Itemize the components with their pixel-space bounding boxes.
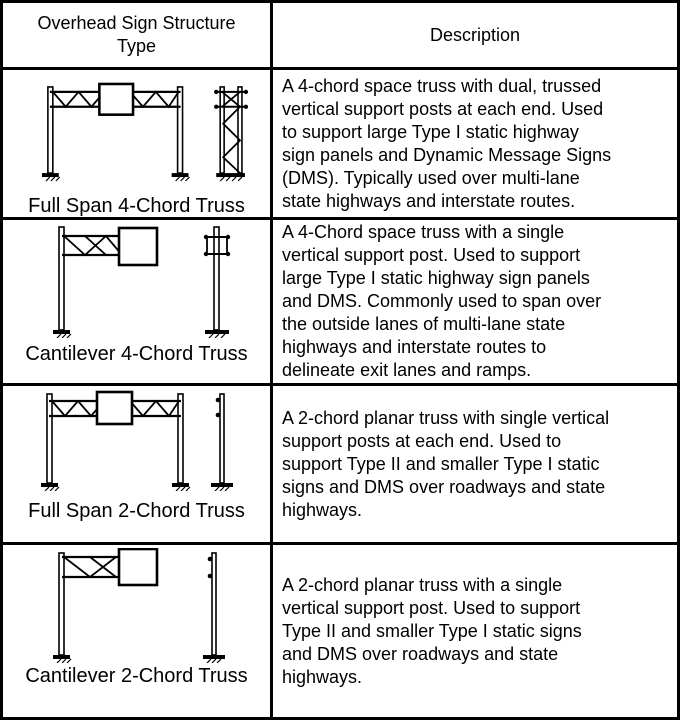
description-cell-cantilever-2-chord: A 2-chord planar truss with a single ver… <box>273 545 677 717</box>
header-cell-description: Description <box>273 3 677 70</box>
description-cell-cantilever-4-chord: A 4-Chord space truss with a single vert… <box>273 220 677 386</box>
full-span-4-chord-truss-diagram <box>41 82 248 182</box>
description-text: A 2-chord planar truss with a single ver… <box>282 574 582 687</box>
type-cell-full-span-4-chord: Full Span 4-Chord Truss <box>3 70 273 220</box>
header-cell-type: Overhead Sign Structure Type <box>3 3 273 70</box>
type-label: Full Span 4-Chord Truss <box>28 195 245 217</box>
description-text: A 2-chord planar truss with single verti… <box>282 407 610 520</box>
description-cell-full-span-2-chord: A 2-chord planar truss with single verti… <box>273 386 677 545</box>
type-cell-cantilever-4-chord: Cantilever 4-Chord Truss <box>3 220 273 386</box>
header-type-label: Overhead Sign Structure Type <box>37 13 236 56</box>
description-cell-full-span-4-chord: A 4-chord space truss with dual, trussed… <box>273 70 677 220</box>
type-label: Full Span 2-Chord Truss <box>28 500 245 522</box>
description-text: A 4-Chord space truss with a single vert… <box>282 222 602 380</box>
type-label: Cantilever 4-Chord Truss <box>25 343 248 365</box>
type-cell-cantilever-2-chord: Cantilever 2-Chord Truss <box>3 545 273 717</box>
description-text: A 4-chord space truss with dual, trussed… <box>282 75 612 211</box>
header-description-label: Description <box>429 24 521 45</box>
full-span-2-chord-truss-diagram <box>40 390 233 491</box>
cantilever-4-chord-truss-diagram <box>52 226 230 338</box>
cantilever-2-chord-truss-diagram <box>52 548 225 663</box>
type-cell-full-span-2-chord: Full Span 2-Chord Truss <box>3 386 273 545</box>
type-label: Cantilever 2-Chord Truss <box>25 665 248 687</box>
